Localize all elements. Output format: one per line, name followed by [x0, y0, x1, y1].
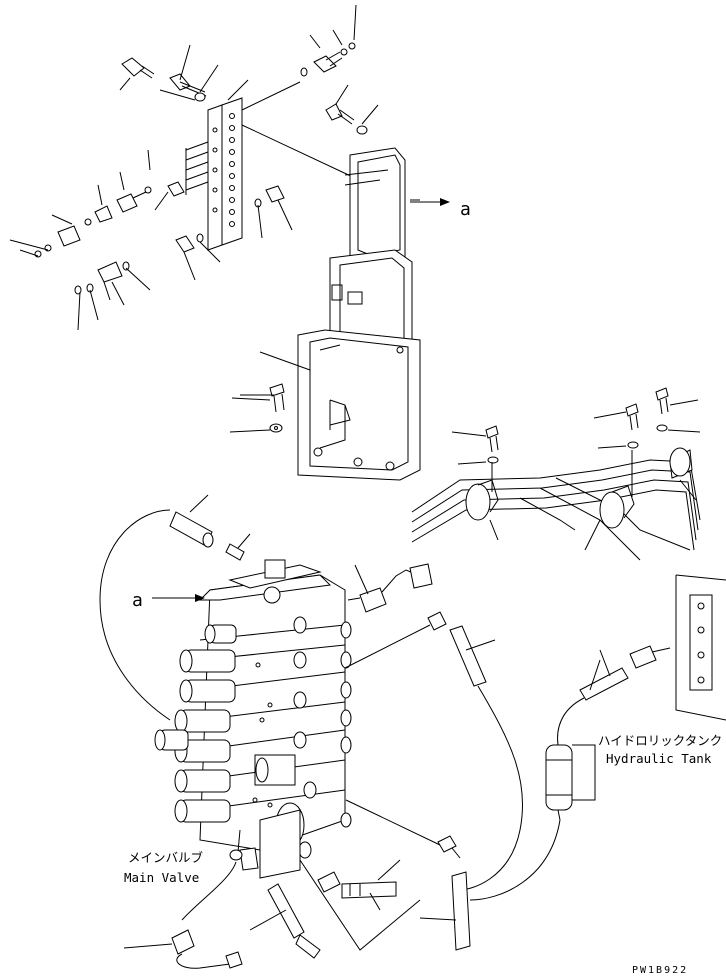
main-valve-label-jp: メインバルブ [128, 850, 204, 865]
hydraulic-tank-label-en: Hydraulic Tank [606, 751, 712, 766]
sensor-top-left [119, 57, 155, 91]
clamp-left [465, 483, 491, 521]
callout-a-right: a [460, 199, 471, 220]
block-ports [212, 113, 235, 227]
callout-a-left: a [132, 590, 143, 611]
main-valve-label-en: Main Valve [124, 870, 199, 885]
valve-spools [154, 624, 237, 823]
base-bolt [229, 383, 285, 433]
washer-top [194, 92, 206, 102]
hose-bundle [411, 387, 701, 561]
hydraulic-tank-section [469, 574, 726, 901]
hose-drain [459, 685, 524, 891]
fitting-upper-left-valve [169, 494, 251, 561]
drawing-code: PW1B922 [632, 965, 688, 976]
clamp-right [599, 491, 625, 529]
hose-loop-left [99, 509, 171, 721]
bolt-bracket-top [325, 84, 379, 135]
fitting-upper-right [300, 4, 357, 77]
mounting-bracket [229, 147, 450, 481]
hose-fitting-mid [449, 625, 496, 687]
hydraulic-tank-label-jp: ハイドロリックタンク [598, 733, 722, 748]
pressure-sensor [347, 563, 433, 613]
sensor-bottom-left [123, 861, 243, 969]
fittings-left [9, 149, 293, 331]
main-valve [154, 559, 352, 879]
lower-fittings [249, 799, 471, 959]
junction-block-group [9, 4, 379, 331]
